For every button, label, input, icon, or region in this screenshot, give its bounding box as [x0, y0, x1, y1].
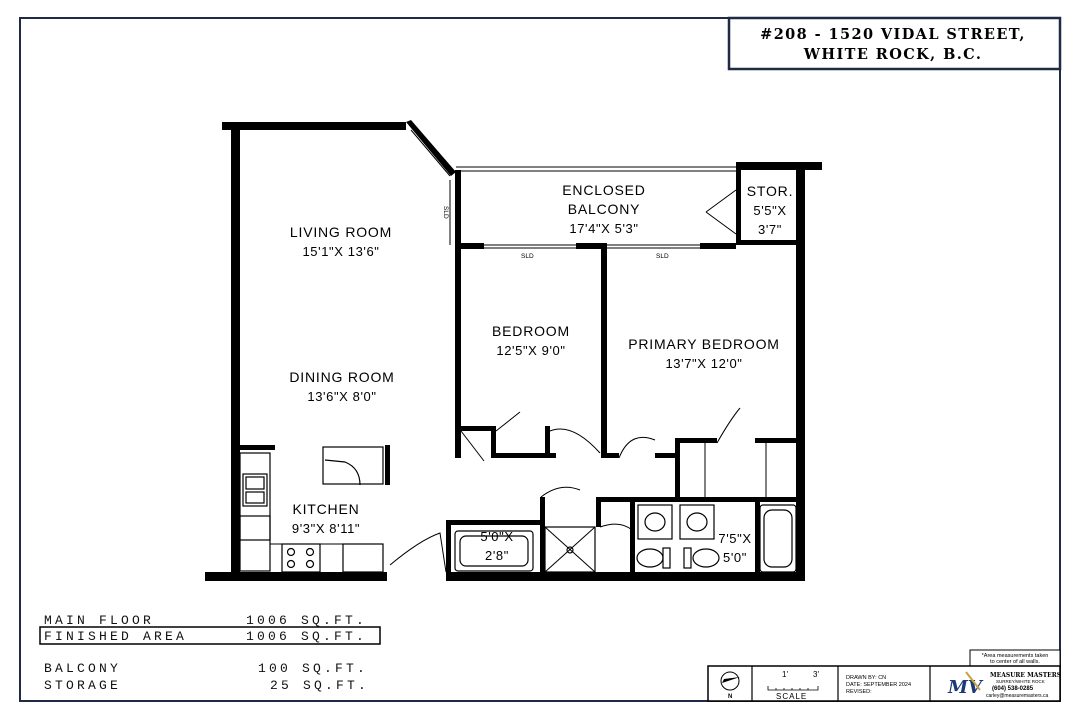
sheet-border	[19, 17, 1061, 702]
north-arrow-icon	[720, 671, 740, 691]
sld-label-balcony: SLD	[442, 206, 449, 219]
balcony-dims: 17'4"X 5'3"	[569, 221, 638, 236]
storage-dims-1: 5'5"X	[753, 203, 786, 218]
wall-left	[231, 122, 240, 580]
bath2-dims-1: 7'5"X	[718, 531, 751, 546]
dining-room-dims: 13'6"X 8'0"	[307, 389, 376, 404]
finished-area-box	[39, 626, 381, 645]
area-label-balcony: BALCONY	[44, 661, 121, 676]
scale-tick-2: 3'	[813, 670, 819, 679]
title-block: *Area measurements taken to center of al…	[707, 649, 1061, 702]
area-label-finished: FINISHED AREA	[44, 629, 187, 644]
wall-top-left	[222, 122, 406, 130]
bath2-dims-2: 5'0"	[723, 550, 747, 565]
sld-label-bedroom: SLD	[521, 253, 534, 260]
company-email: carley@measuremasters.ca	[986, 693, 1049, 699]
bedroom-wall-left	[455, 243, 461, 458]
floor-plan: SLD SLD SLD	[205, 120, 822, 581]
revised: REVISED:	[846, 689, 872, 695]
drawn-date: DATE: SEPTEMBER 2024	[846, 682, 911, 688]
primary-bedroom-dims: 13'7"X 12'0"	[665, 356, 742, 371]
balcony-name-1: ENCLOSED	[562, 182, 645, 198]
company-name: MEASURE MASTERS	[990, 672, 1061, 679]
company-phone: (604) 538-0285	[992, 686, 1034, 692]
drawn-by: DRAWN BY: CN	[846, 675, 886, 681]
balcony-name-2: BALCONY	[568, 201, 641, 217]
scale-tick-1: 1'	[782, 670, 788, 679]
wall-bottom-right	[446, 572, 798, 581]
area-label-main-floor: MAIN FLOOR	[44, 613, 154, 628]
address-block: #208 - 1520 VIDAL STREET, WHITE ROCK, B.…	[727, 16, 1062, 71]
kitchen-counter-left	[239, 452, 271, 572]
kitchen-stove	[281, 543, 321, 573]
note-line-1: *Area measurements taken	[982, 653, 1049, 659]
kitchen-name: KITCHEN	[292, 501, 359, 517]
vanity-2	[679, 504, 715, 540]
living-room-name: LIVING ROOM	[290, 224, 392, 240]
bedroom-wall-right	[601, 243, 607, 458]
toilet-2	[692, 548, 720, 568]
bathtub-1	[454, 530, 534, 572]
bay-wall	[406, 120, 456, 176]
bedroom-name: BEDROOM	[492, 323, 570, 339]
area-label-storage: STORAGE	[44, 678, 121, 693]
bath1-dims-1: 5'0"X	[480, 529, 513, 544]
scale-bar	[767, 686, 819, 691]
area-value-main-floor: 1006 SQ.FT.	[246, 613, 367, 628]
vanity-1	[637, 504, 673, 540]
storage-dims-2: 3'7"	[758, 222, 782, 237]
company-sub: SURREY/WHITE ROCK	[996, 679, 1045, 684]
area-summary: MAIN FLOOR 1006 SQ.FT. FINISHED AREA 100…	[39, 613, 381, 693]
bathtub-2	[759, 504, 797, 573]
shower	[544, 526, 596, 573]
company-logo: MV	[947, 671, 984, 698]
living-room-dims: 15'1"X 13'6"	[302, 244, 379, 259]
area-value-finished: 1006 SQ.FT.	[246, 629, 367, 644]
storage-wall	[736, 162, 741, 245]
primary-bedroom-name: PRIMARY BEDROOM	[628, 336, 780, 352]
wall-right	[796, 162, 805, 581]
address-line-1: #208 - 1520 VIDAL STREET,	[760, 26, 1026, 43]
storage-name: STOR.	[747, 183, 794, 199]
area-value-balcony: 100 SQ.FT.	[258, 661, 368, 676]
bath1-dims-2: 2'8"	[485, 548, 509, 563]
wall-bottom-left	[205, 572, 387, 581]
bedroom-dims: 12'5"X 9'0"	[496, 343, 565, 358]
wall-top-right	[736, 162, 822, 170]
sld-label-primary: SLD	[656, 253, 669, 260]
kitchen-sink	[242, 473, 268, 507]
kitchen-dims: 9'3"X 8'11"	[292, 521, 360, 536]
toilet-1	[636, 548, 664, 568]
note-line-2: to center of all walls.	[990, 659, 1040, 665]
north-label: N	[728, 694, 732, 700]
scale-label: SCALE	[776, 692, 807, 701]
area-value-storage: 25 SQ.FT.	[270, 678, 369, 693]
address-line-2: WHITE ROCK, B.C.	[803, 46, 983, 63]
dining-room-name: DINING ROOM	[289, 369, 394, 385]
kitchen-fridge	[342, 543, 384, 573]
